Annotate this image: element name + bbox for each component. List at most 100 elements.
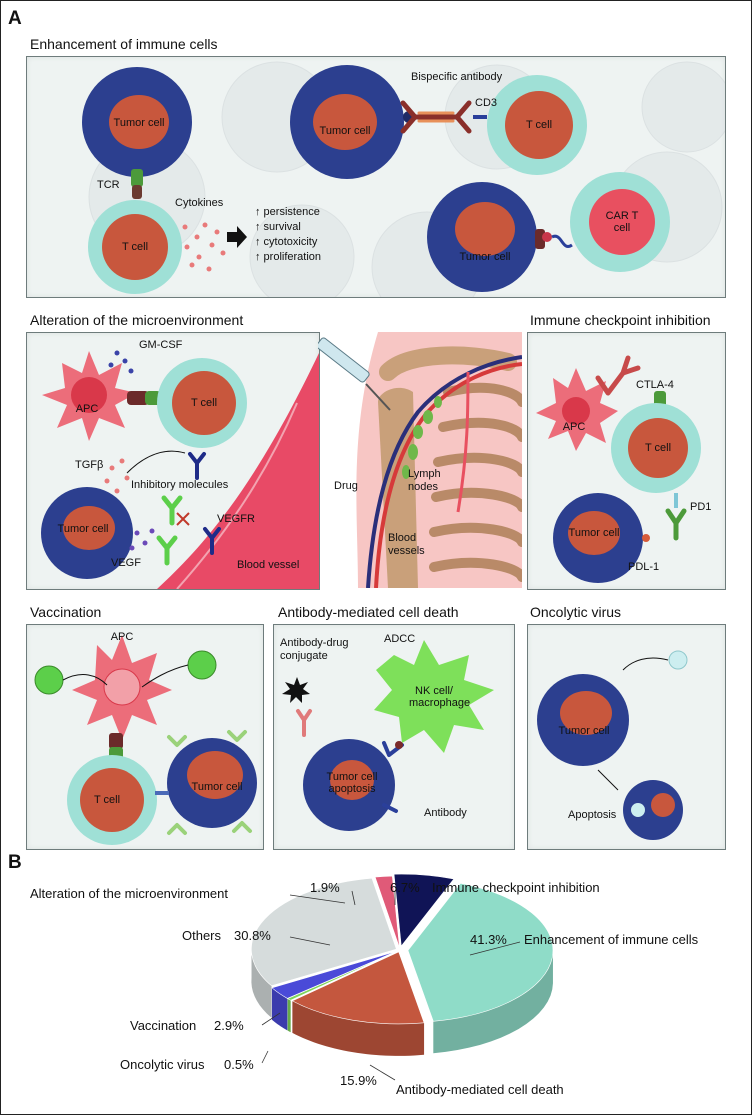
antibody-title: Antibody-mediated cell death <box>278 604 459 620</box>
pie-slice-checkpoint <box>393 873 455 947</box>
humerus <box>378 387 418 588</box>
pie-value-antibody: 15.9% <box>340 1073 377 1088</box>
pie-leader-line <box>351 890 356 906</box>
artery <box>374 362 522 588</box>
tumor-cell-label: Tumor cell <box>113 117 165 129</box>
gm-csf-label: GM-CSF <box>139 339 183 351</box>
apoptotic-nucleus <box>651 793 675 817</box>
apc-nucleus <box>103 668 141 706</box>
pie-value-microenvironment: 1.9% <box>310 880 340 895</box>
nk-cell-label: NK cell/ macrophage <box>409 685 471 709</box>
nk-cell-macrophage <box>374 640 494 753</box>
vaccine-antigen-icon <box>187 650 217 680</box>
checkpoint-illustration <box>536 355 701 583</box>
t-cell-nucleus <box>172 371 236 435</box>
apc-nucleus <box>71 377 107 413</box>
t-cell-nucleus <box>80 768 144 832</box>
pd1-antibody-icon <box>665 508 687 541</box>
vein <box>366 355 522 588</box>
pie-label-vaccination: Vaccination <box>130 1018 197 1033</box>
vaccine-antigen-icon <box>34 665 64 695</box>
effects-list: ↑ persistence ↑ survival ↑ cytotoxicity … <box>255 205 321 265</box>
ribcage <box>429 382 522 582</box>
tumor-nucleus <box>63 506 115 550</box>
tumor-cell-label: Tumor cell <box>57 523 109 535</box>
adc-antibody-icon <box>296 709 312 737</box>
pie-leader-line <box>369 1064 396 1081</box>
tumor-nucleus <box>568 511 620 555</box>
vegf-label: VEGF <box>111 557 141 569</box>
pie-value-oncolytic: 0.5% <box>224 1057 254 1072</box>
t-cell-label: T cell <box>190 397 218 409</box>
apc-label: APC <box>75 403 99 415</box>
t-cell-label: T cell <box>93 794 121 806</box>
microenvironment-title: Alteration of the microenvironment <box>30 312 244 328</box>
pie-slice-others <box>251 877 397 987</box>
t-cell-nucleus <box>628 418 688 478</box>
apoptosis-label: Apoptosis <box>568 809 617 821</box>
oncolytic-illustration <box>537 650 688 840</box>
adc-label: Antibody-drug conjugate <box>280 637 349 663</box>
syringe-icon <box>318 337 391 411</box>
drug-label: Drug <box>334 480 358 492</box>
pie-value-checkpoint: 6.7% <box>390 880 420 895</box>
bispecific-label: Bispecific antibody <box>411 71 503 83</box>
tumor-cell-label: Tumor cell <box>568 527 620 539</box>
drug-payload-icon <box>282 677 310 703</box>
panel-b-letter: B <box>8 852 22 873</box>
lymph-nodes <box>402 396 442 479</box>
pie-label-enhancement: Enhancement of immune cells <box>524 932 699 947</box>
pie-leader-line <box>289 894 346 904</box>
microenvironment-panel: GM-CSF APC T cell TGFβ Inhibitory molecu… <box>26 332 320 590</box>
ctla4-receptor <box>654 391 666 407</box>
tcr-receptor <box>145 391 161 405</box>
pie-label-checkpoint: Immune checkpoint inhibition <box>432 880 600 895</box>
tumor-nucleus <box>313 94 377 150</box>
oncolytic-panel: Tumor cell Apoptosis <box>527 624 726 850</box>
tumor-apoptosis-label: Tumor cell apoptosis <box>326 771 378 795</box>
blood-vessel <box>157 353 319 589</box>
tumor-nucleus <box>330 760 374 800</box>
pie-side-oncolytic <box>287 998 291 1033</box>
anatomy-illustration: Drug Lymph nodes Blood vessels <box>318 332 522 588</box>
pdl1-ligand <box>642 534 650 542</box>
vegfr-label: VEGFR <box>217 513 255 525</box>
pie-label-microenvironment: Alteration of the microenvironment <box>30 886 228 901</box>
pie-value-vaccination: 2.9% <box>214 1018 244 1033</box>
tcr-stem <box>132 185 142 199</box>
antibody-icon <box>156 495 183 566</box>
anatomy-drawing <box>318 332 522 588</box>
pie-leader-line <box>469 941 521 956</box>
apc-label: APC <box>562 421 586 433</box>
mhc-receptor <box>109 733 123 749</box>
pie-value-enhancement: 41.3% <box>470 932 507 947</box>
antibody-illustration <box>282 640 494 831</box>
t-cell-label: T cell <box>644 442 672 454</box>
cd3-label: CD3 <box>475 97 498 109</box>
antibody-label: Antibody <box>424 807 467 819</box>
inhibitory-label: Inhibitory molecules <box>131 479 229 491</box>
effect-item: ↑ survival <box>255 221 301 233</box>
apc-label: APC <box>110 631 134 643</box>
background-cell <box>249 204 355 297</box>
effect-item: ↑ proliferation <box>255 251 322 263</box>
tumor-antigen-icon <box>167 730 252 835</box>
pie-slice-vaccination <box>271 950 397 999</box>
tumor-cell-label: Tumor cell <box>558 725 610 737</box>
pie-label-antibody: Antibody-mediated cell death <box>396 1082 564 1097</box>
clavicle <box>379 346 517 381</box>
blood-vessels-label: Blood vessels <box>388 532 425 558</box>
car-t-nucleus <box>589 189 655 255</box>
vaccination-panel: APC T cell Tumor cell <box>26 624 264 850</box>
tumor-cell-label: Tumor cell <box>191 781 243 793</box>
tcr-label: TCR <box>97 179 120 191</box>
virus-icon <box>668 650 688 670</box>
tumor-nucleus <box>109 95 169 149</box>
ctla4-label: CTLA-4 <box>636 379 674 391</box>
adcc-label: ADCC <box>384 633 416 645</box>
pie-leader-line <box>261 1012 281 1026</box>
pd1-label: PD1 <box>690 501 712 513</box>
pie-side-enhancement <box>433 951 553 1054</box>
microenvironment-illustration <box>41 350 319 589</box>
mhc-receptor <box>127 391 149 405</box>
